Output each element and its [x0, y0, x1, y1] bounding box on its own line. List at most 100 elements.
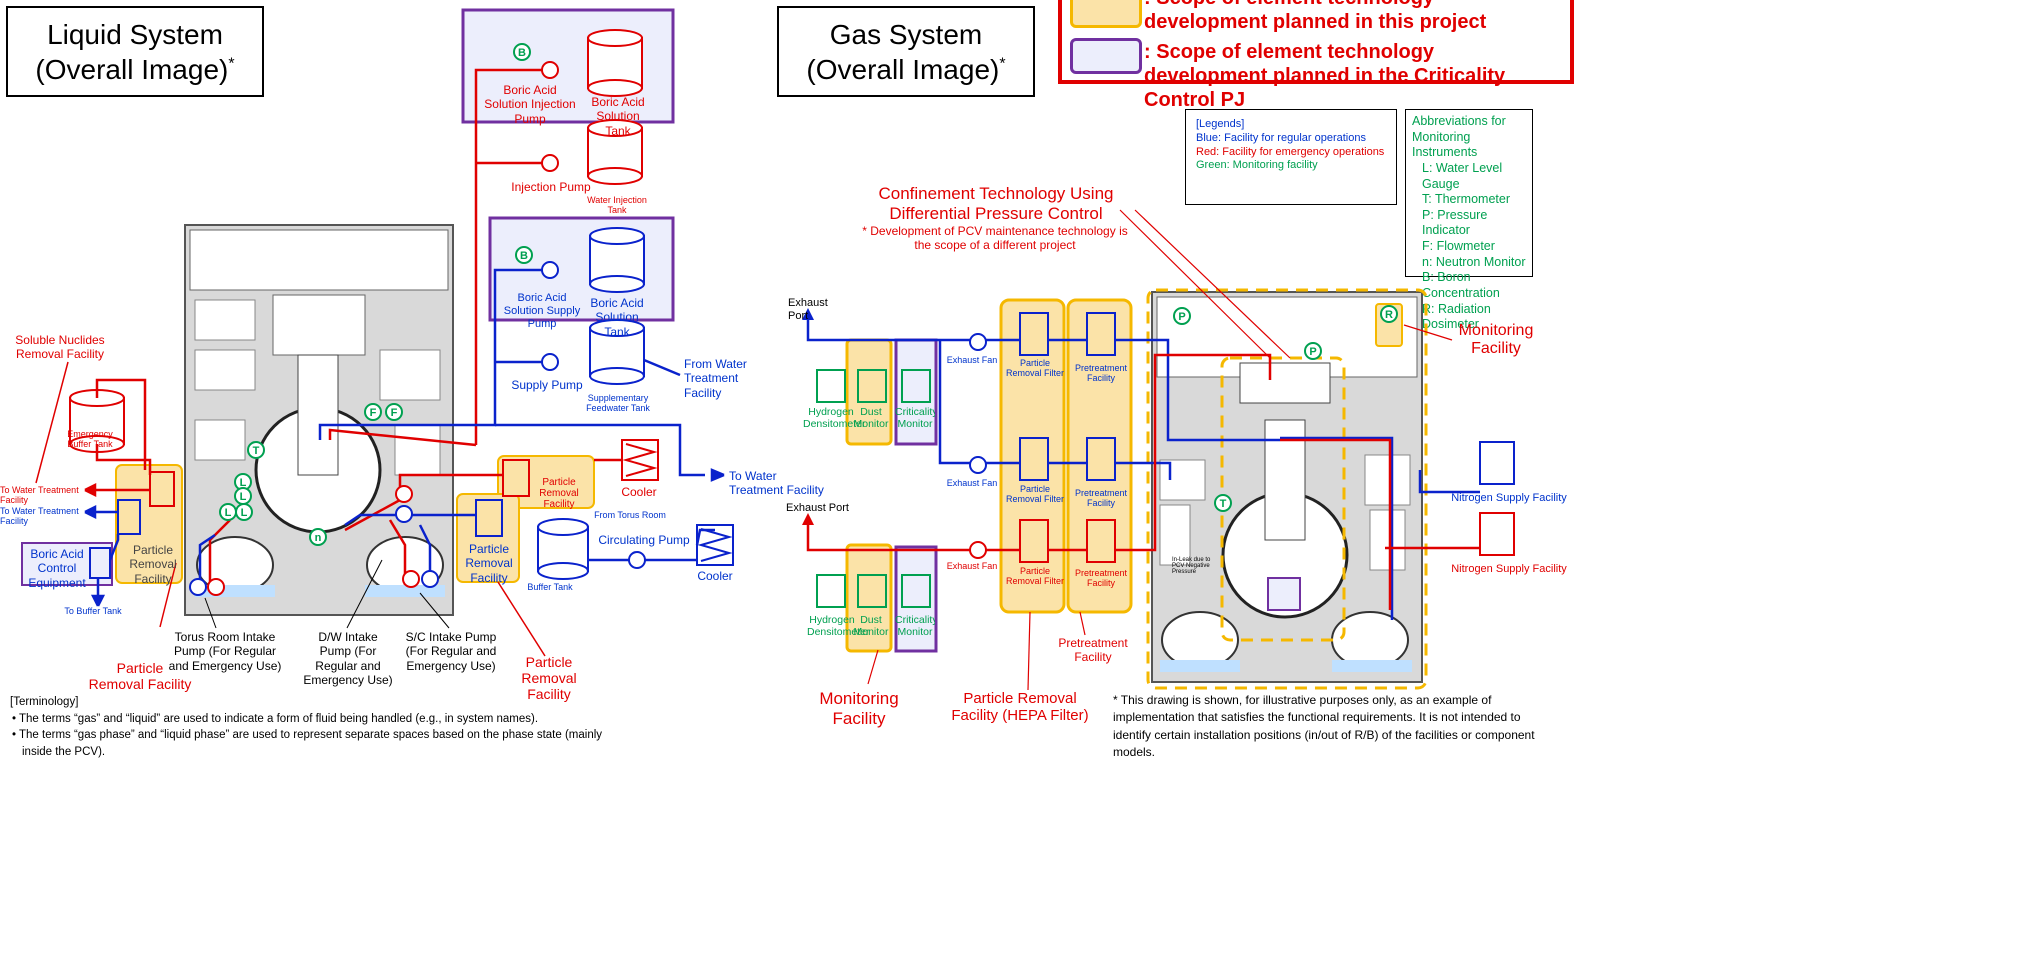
- label-dust-1: Dust Monitor: [853, 406, 889, 430]
- label-to-water-treat-1: To Water Treatment Facility: [0, 485, 79, 505]
- callout-lines-pumps: [204, 559, 450, 629]
- label-supply-pump: Supply Pump: [511, 378, 583, 392]
- filter-box-left-red: [149, 471, 175, 507]
- instrument-l-4: L: [241, 507, 248, 519]
- instrument-n: n: [315, 532, 322, 544]
- liquid-system-title: Liquid System (Overall Image)*: [6, 6, 264, 97]
- label-nitrogen-1: Nitrogen Supply Facility: [1451, 492, 1567, 504]
- instrument-r: R: [1385, 309, 1393, 321]
- exhaust-arrows: [802, 308, 814, 525]
- filter-units-gas: [1019, 312, 1116, 563]
- label-hydrogen-1: Hydrogen Densitometer: [803, 406, 866, 430]
- label-from-torus: From Torus Room: [594, 510, 666, 520]
- label-sc-pump: S/C Intake Pump (For Regular and Emergen…: [405, 630, 497, 673]
- label-monitoring-right: Monitoring Facility: [1458, 322, 1534, 357]
- liquid-title-line1: Liquid System: [47, 18, 223, 50]
- abbrev-item: R: Radiation Dosimeter: [1422, 301, 1491, 332]
- instrument-l-3: L: [225, 507, 232, 519]
- color-legend-title: [Legends]: [1196, 118, 1245, 130]
- label-prf-1: Particle Removal Filter: [1005, 358, 1064, 378]
- footnote: * This drawing is shown, for illustrativ…: [1113, 693, 1535, 760]
- label-soluble-nuclides: Soluble Nuclides Removal Facility: [15, 333, 105, 362]
- cooler-red: [621, 439, 659, 481]
- label-exhaust-fan-2: Exhaust Fan: [946, 478, 998, 488]
- terminology-title: [Terminology]: [10, 696, 79, 708]
- terminology-item: • The terms “gas” and “liquid” are used …: [12, 712, 539, 725]
- red-piping-gas: [806, 353, 1480, 610]
- label-water-inj-tank: Water Injection Tank: [587, 195, 647, 215]
- terminology: [Terminology] • The terms “gas” and “liq…: [10, 694, 610, 761]
- label-supp-feed-tank: Supplementary Feedwater Tank: [586, 393, 650, 413]
- instrument-f-1: F: [370, 407, 377, 419]
- abbrev-item: P: Pressure Indicator: [1422, 207, 1488, 238]
- label-buffer-tank: Buffer Tank: [527, 582, 573, 592]
- nitrogen-supply-red: [1479, 512, 1515, 556]
- scope-legend-item1: : Scope of element technology developmen…: [1144, 0, 1487, 33]
- label-exhaust-port-1: Exhaust Port: [788, 297, 828, 323]
- label-pretreatment-callout: Pretreatment Facility: [1058, 636, 1128, 665]
- label-torus-pump: Torus Room Intake Pump (For Regular and …: [168, 630, 282, 673]
- label-pre-3: Pretreatment Facility: [1074, 568, 1128, 588]
- label-exhaust-fan-1: Exhaust Fan: [946, 355, 998, 365]
- boric-acid-tank-blue: [589, 227, 645, 293]
- color-legend: [Legends] Blue: Facility for regular ope…: [1185, 109, 1397, 205]
- label-prf-3: Particle Removal Filter: [1005, 566, 1064, 586]
- gas-title-line2: (Overall Image): [806, 53, 1000, 85]
- label-dust-2: Dust Monitor: [853, 614, 889, 638]
- callout-lines-liquid: [35, 361, 546, 657]
- gas-system-diagram: P P R T: [802, 209, 1515, 691]
- abbrev-item: T: Thermometer: [1422, 192, 1510, 207]
- instrument-l-1: L: [240, 477, 247, 489]
- label-inleak: In-Leak due to PCV Negative Pressure: [1172, 557, 1211, 575]
- label-exhaust-port-2: Exhaust Port: [786, 502, 849, 514]
- callout-lines-gas: [867, 209, 1453, 691]
- red-piping-liquid: [85, 68, 622, 585]
- instrument-p-2: P: [1309, 346, 1316, 358]
- label-to-water-treat-right: To Water Treatment Facility: [729, 469, 824, 498]
- label-exhaust-fan-3: Exhaust Fan: [946, 561, 998, 571]
- filter-box-left-blue: [117, 499, 141, 535]
- label-particle-removal-red: Particle Removal Facility: [539, 477, 579, 510]
- abbrev-item: L: Water Level Gauge: [1422, 160, 1503, 191]
- color-legend-red: Red: Facility for emergency operations: [1196, 145, 1385, 158]
- abbrev-item: n: Neutron Monitor: [1422, 254, 1526, 269]
- label-pre-2: Pretreatment Facility: [1074, 488, 1128, 508]
- label-hydrogen-2: Hydrogen Densitometer: [807, 614, 870, 638]
- liquid-title-line2: (Overall Image): [35, 53, 229, 85]
- label-circ-pump: Circulating Pump: [598, 533, 690, 547]
- label-boric-supply-pump: Boric Acid Solution Supply Pump: [503, 292, 581, 331]
- instrument-bubbles-liquid: [219, 43, 533, 546]
- confinement-title: Confinement Technology Using Differentia…: [878, 184, 1114, 223]
- color-legend-green: Green: Monitoring facility: [1196, 159, 1318, 172]
- confinement-note: * Development of PCV maintenance technol…: [862, 224, 1128, 252]
- yellow-dashed-building: [1146, 288, 1428, 690]
- label-particle-removal-left: Particle Removal Facility: [129, 543, 177, 586]
- label-to-buffer: To Buffer Tank: [64, 606, 122, 616]
- label-boric-control: Boric Acid Control Equipment: [28, 547, 86, 590]
- gas-title-line1: Gas System: [829, 18, 983, 50]
- label-particle-hepa: Particle Removal Facility (HEPA Filter): [951, 690, 1089, 724]
- boric-acid-tank-red: [587, 29, 643, 97]
- label-particle-removal-callout-left: Particle Removal Facility: [88, 660, 192, 692]
- filter-box-red: [502, 459, 530, 497]
- label-emergency-buffer: Emergency Buffer Tank: [67, 429, 113, 449]
- scope-legend-item2: : Scope of element technology developmen…: [1144, 41, 1506, 111]
- label-particle-removal-callout-right: Particle Removal Facility: [521, 654, 577, 702]
- abbrev-item: B: Boron Concentration: [1422, 270, 1500, 300]
- supplementary-feedwater-tank: [589, 319, 645, 385]
- label-nitrogen-2: Nitrogen Supply Facility: [1451, 563, 1567, 575]
- instrument-f-2: F: [391, 407, 398, 419]
- label-boric-tank-blue: Boric Acid Solution Tank: [590, 296, 644, 339]
- abbreviation-legend: Abbreviations for Monitoring Instruments…: [1405, 109, 1533, 331]
- yellow-dust-monitor-2: [845, 543, 893, 653]
- nitrogen-supply-blue: [1479, 441, 1515, 485]
- abbrev-item: F: Flowmeter: [1422, 239, 1495, 253]
- exhaust-fans-gas: [969, 333, 987, 559]
- reactor-building-gas: [1151, 291, 1423, 683]
- terminology-item: • The terms “gas phase” and “liquid phas…: [12, 729, 603, 759]
- abbrev-title: Abbreviations for Monitoring Instruments: [1412, 114, 1506, 160]
- instrument-t: T: [253, 445, 260, 457]
- instrument-p-1: P: [1178, 311, 1185, 323]
- instrument-b-1: B: [518, 47, 526, 59]
- blue-piping-gas: [806, 315, 1480, 620]
